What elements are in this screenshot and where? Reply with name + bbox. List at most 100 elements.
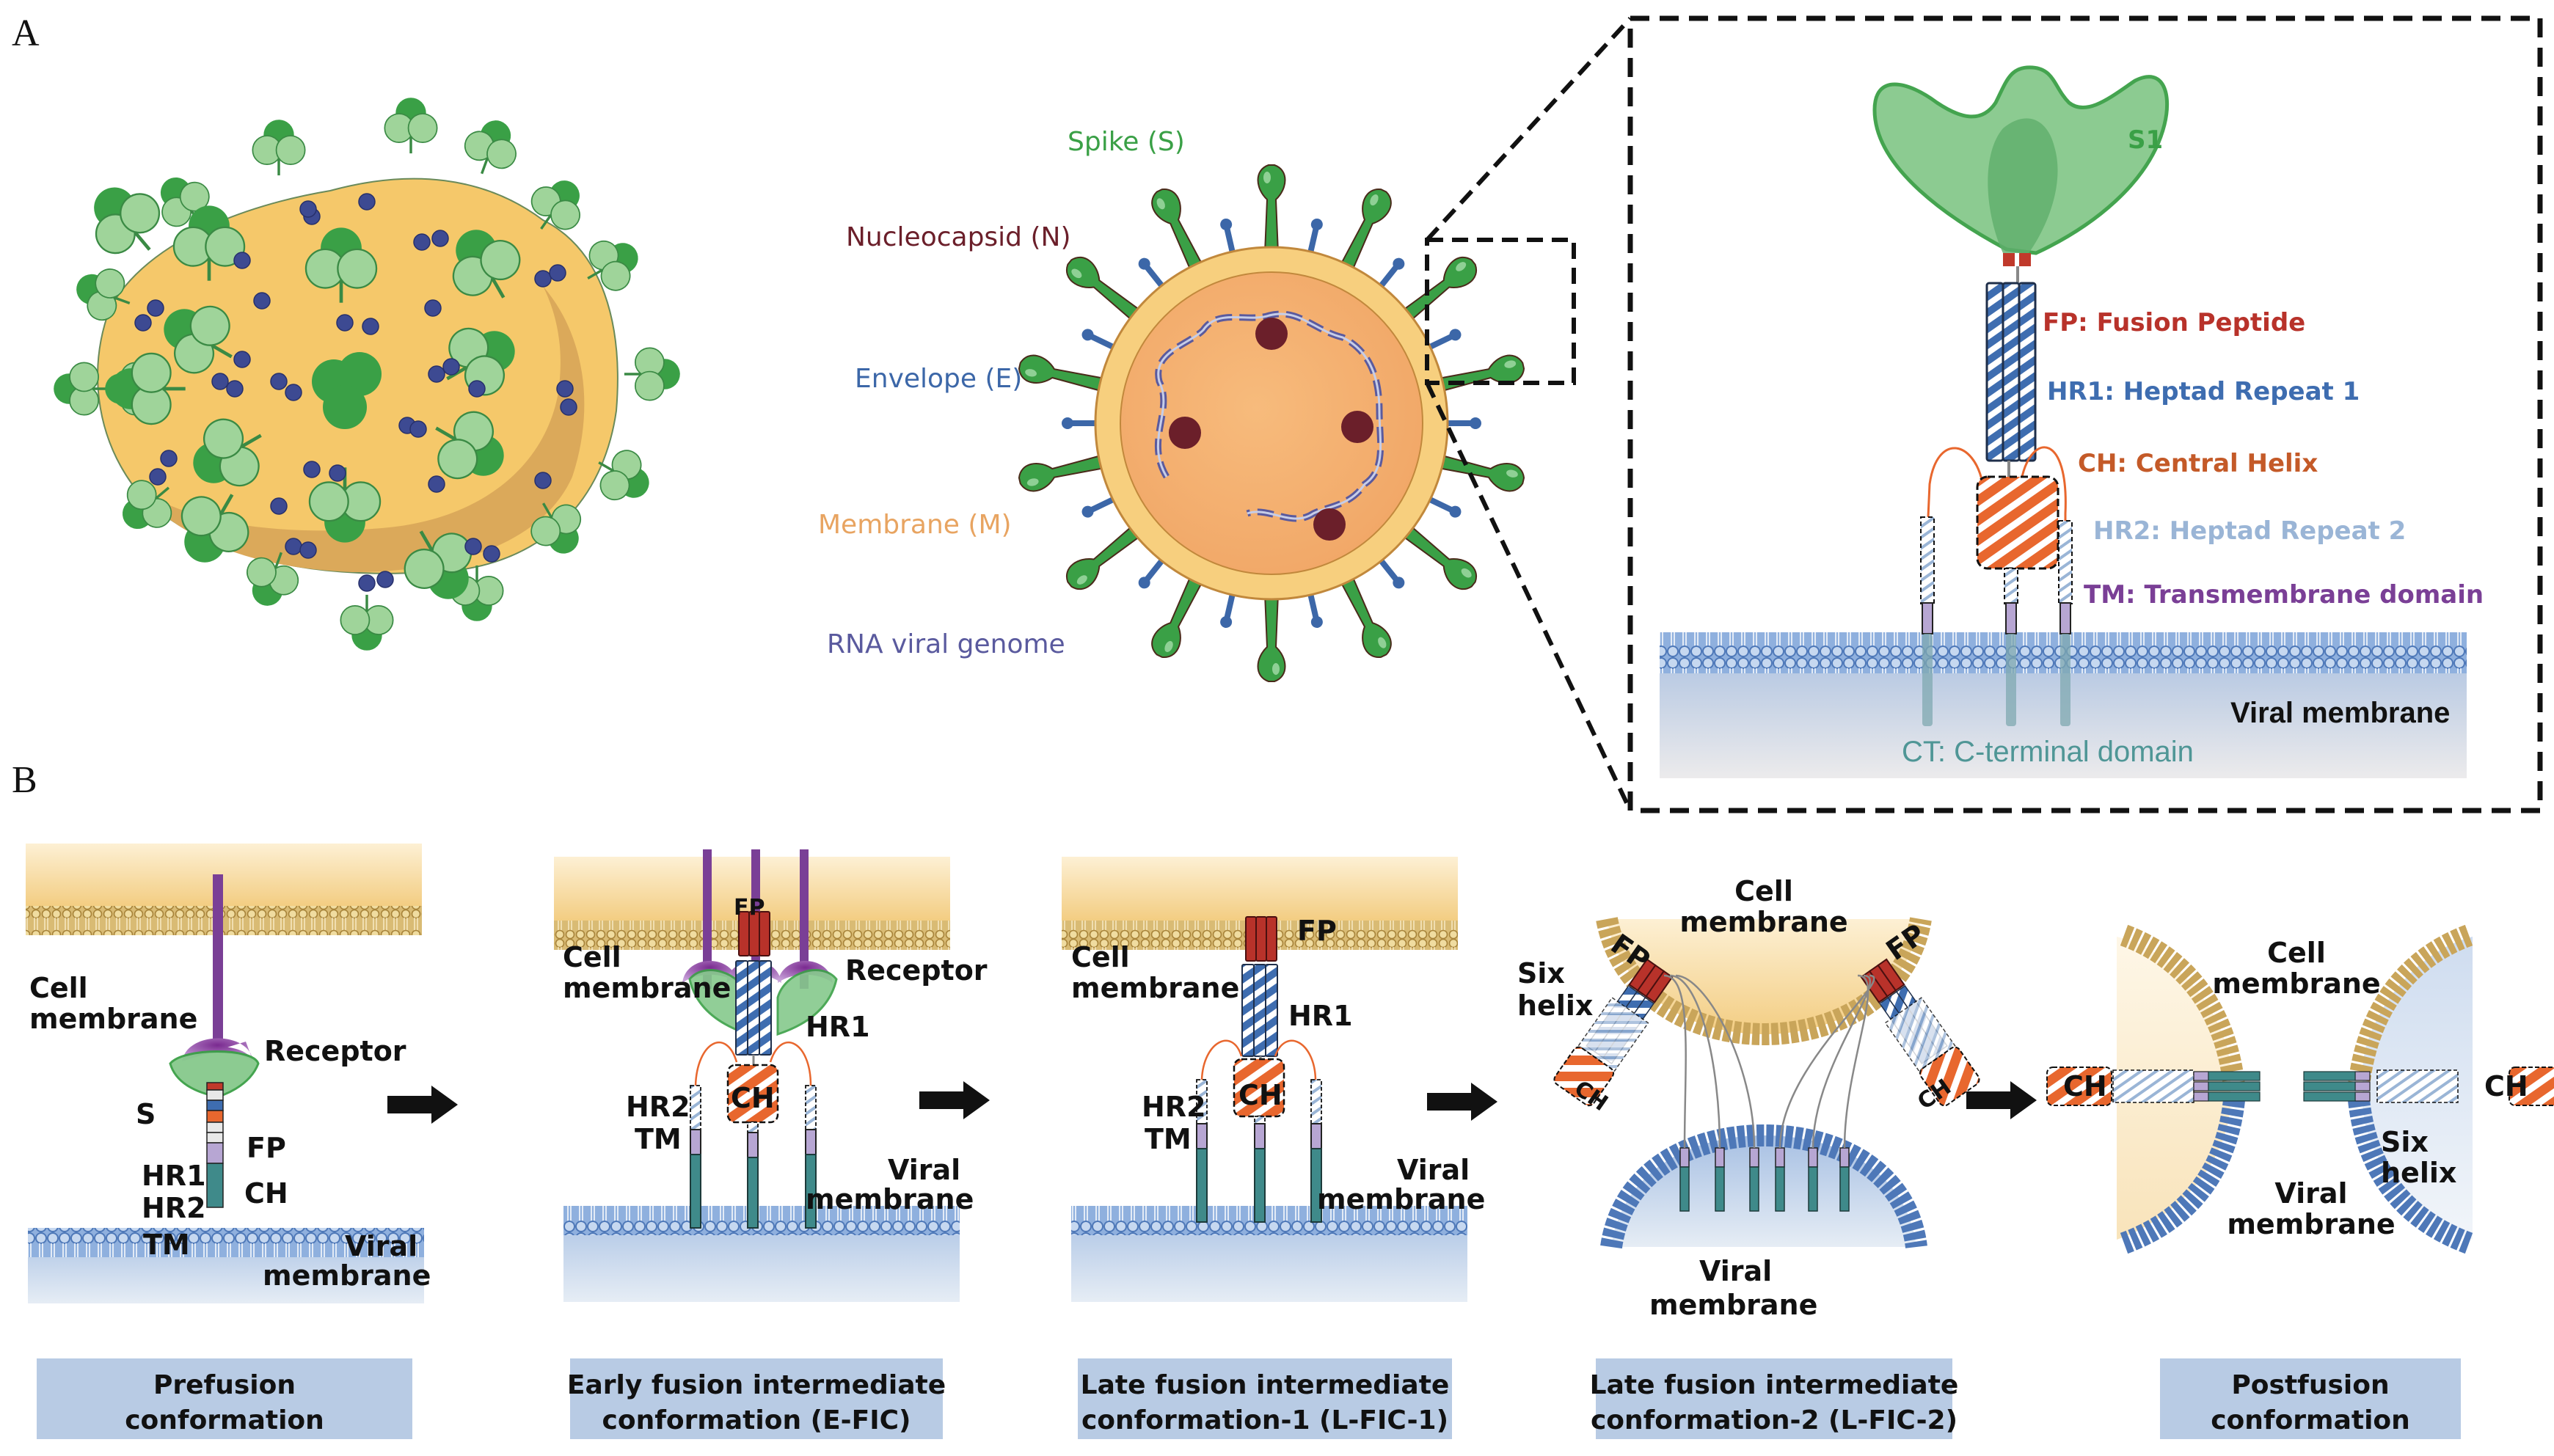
ct-segment-icon bbox=[1808, 1166, 1818, 1212]
fp-block-icon bbox=[2019, 253, 2031, 266]
stage-caption-line1: Postfusion bbox=[2231, 1370, 2389, 1400]
connector-loop bbox=[1200, 1039, 1243, 1080]
spike-lobe bbox=[247, 557, 277, 588]
spike-lobe bbox=[189, 305, 230, 346]
envelope-head bbox=[1393, 577, 1405, 589]
spike-trimer-icon bbox=[452, 230, 521, 299]
envelope-head bbox=[1062, 417, 1073, 429]
hr2-segment-icon bbox=[1577, 997, 1649, 1072]
stage-caption-line2: conformation bbox=[125, 1405, 324, 1435]
envelope-protein-dot bbox=[424, 299, 442, 317]
spike-stalk bbox=[274, 552, 282, 569]
tm-segment-icon bbox=[2193, 1091, 2209, 1102]
hr2-segment-icon bbox=[2058, 520, 2073, 604]
nucleocapsid-icon bbox=[1169, 417, 1201, 449]
label-cell-membrane: Cell bbox=[2267, 937, 2326, 969]
ct-segment-icon bbox=[2303, 1071, 2356, 1081]
envelope-head bbox=[1220, 218, 1233, 230]
spike-protein-icon bbox=[1257, 164, 1286, 254]
virion-legend: Spike (S) Nucleocapsid (N) Envelope (E) … bbox=[818, 127, 1185, 659]
hr1-helix bbox=[759, 960, 772, 1056]
fp-block-icon bbox=[2003, 253, 2015, 266]
spike-stalk bbox=[419, 530, 434, 552]
stage-caption-line2: conformation (E-FIC) bbox=[602, 1405, 911, 1435]
spike-stalk bbox=[435, 426, 457, 442]
label-hr1: HR1 bbox=[806, 1011, 870, 1043]
hr2-segment-icon bbox=[2376, 1069, 2459, 1103]
receptor-stalk-icon bbox=[800, 849, 809, 989]
label-ch: CH bbox=[731, 1082, 775, 1114]
tm-segment-icon bbox=[2354, 1071, 2371, 1081]
viral-membrane-bilayer bbox=[2348, 1099, 2473, 1254]
spike-shape bbox=[1434, 453, 1525, 492]
tm-segment-icon bbox=[690, 1129, 701, 1155]
spike-highlight bbox=[1076, 575, 1087, 585]
stalk-segment bbox=[206, 1142, 224, 1164]
envelope-protein-dot bbox=[299, 541, 317, 559]
hr1-helix bbox=[1241, 964, 1255, 1057]
spike-lobe bbox=[634, 370, 665, 401]
fp-helix bbox=[759, 911, 770, 956]
tm-segment-icon bbox=[1839, 1147, 1850, 1168]
spike-shape bbox=[1257, 593, 1286, 682]
stage-caption-line2: conformation-2 (L-FIC-2) bbox=[1591, 1405, 1958, 1435]
envelope-protein-dot bbox=[270, 497, 288, 515]
label-receptor: Receptor bbox=[264, 1035, 406, 1067]
spike-trimer-icon bbox=[435, 411, 504, 480]
fp-bundle-icon bbox=[738, 911, 770, 956]
stage-caption-box bbox=[1078, 1358, 1452, 1439]
spike-highlight bbox=[1025, 369, 1037, 377]
envelope-head bbox=[1220, 616, 1233, 629]
stage-caption-box bbox=[37, 1358, 412, 1439]
ct-segment-icon bbox=[1310, 1148, 1322, 1223]
ct-segment-icon bbox=[1839, 1166, 1850, 1212]
spike-domain-inset: S1 FP: Fusion Peptide HR1: Heptad Repeat… bbox=[1627, 15, 2543, 813]
label-ch: CH bbox=[244, 1177, 288, 1210]
label-tm: TM bbox=[635, 1123, 682, 1155]
spike-stalk bbox=[490, 277, 506, 299]
six-helix-arm-left bbox=[1553, 958, 1674, 1107]
viral-membrane-region bbox=[1611, 1135, 1916, 1247]
spike-lobe bbox=[599, 470, 630, 501]
label-viral-membrane: membrane bbox=[1649, 1289, 1817, 1321]
tm-segment-icon bbox=[1715, 1147, 1725, 1168]
connector-loop bbox=[694, 1041, 738, 1086]
nucleocapsid-icon bbox=[1255, 318, 1288, 350]
viral-membrane-bilayer bbox=[1600, 1124, 1927, 1249]
envelope-protein-dot bbox=[358, 193, 376, 211]
connector-loop bbox=[769, 1041, 812, 1086]
spike-protein-icon bbox=[1151, 572, 1205, 658]
fp-helix bbox=[1255, 916, 1267, 962]
spike-highlight bbox=[1026, 478, 1039, 486]
spike-top-view-icon bbox=[338, 352, 382, 396]
stalk-segment bbox=[206, 1122, 224, 1133]
spike-lobe bbox=[404, 548, 445, 589]
label-cell-membrane: Cell bbox=[1071, 941, 1130, 973]
tm-segment-icon bbox=[805, 1129, 817, 1155]
label-hr1: HR1 bbox=[142, 1160, 206, 1192]
ct-segment-icon bbox=[2208, 1071, 2261, 1081]
tm-segment-icon bbox=[1749, 1147, 1759, 1168]
fp-helix bbox=[1266, 916, 1277, 962]
envelope-protein-dot bbox=[329, 464, 346, 482]
hr2-segment-icon bbox=[1310, 1079, 1322, 1124]
spike-trimer-icon bbox=[530, 180, 580, 230]
zoom-source-box bbox=[1425, 238, 1576, 385]
spike-stalk bbox=[155, 486, 170, 500]
tm-segment-icon bbox=[1775, 1147, 1785, 1168]
spike-highlight bbox=[1506, 469, 1518, 478]
spike-lobe bbox=[337, 248, 378, 289]
process-arrow-icon bbox=[1427, 1083, 1497, 1121]
envelope-protein-dot bbox=[336, 314, 354, 332]
label-cell-membrane: Cell bbox=[29, 972, 88, 1004]
fp-bundle-icon bbox=[1245, 916, 1277, 962]
label-cell-membrane: Cell bbox=[1734, 875, 1793, 907]
spike-highlight bbox=[1272, 663, 1280, 675]
spike-trimer-icon bbox=[252, 120, 306, 176]
connector-linker bbox=[1663, 974, 1687, 1149]
cell-membrane-bilayer bbox=[2348, 924, 2473, 1087]
label-six-helix: Six bbox=[1517, 957, 1565, 989]
spike-stalk bbox=[481, 157, 489, 175]
